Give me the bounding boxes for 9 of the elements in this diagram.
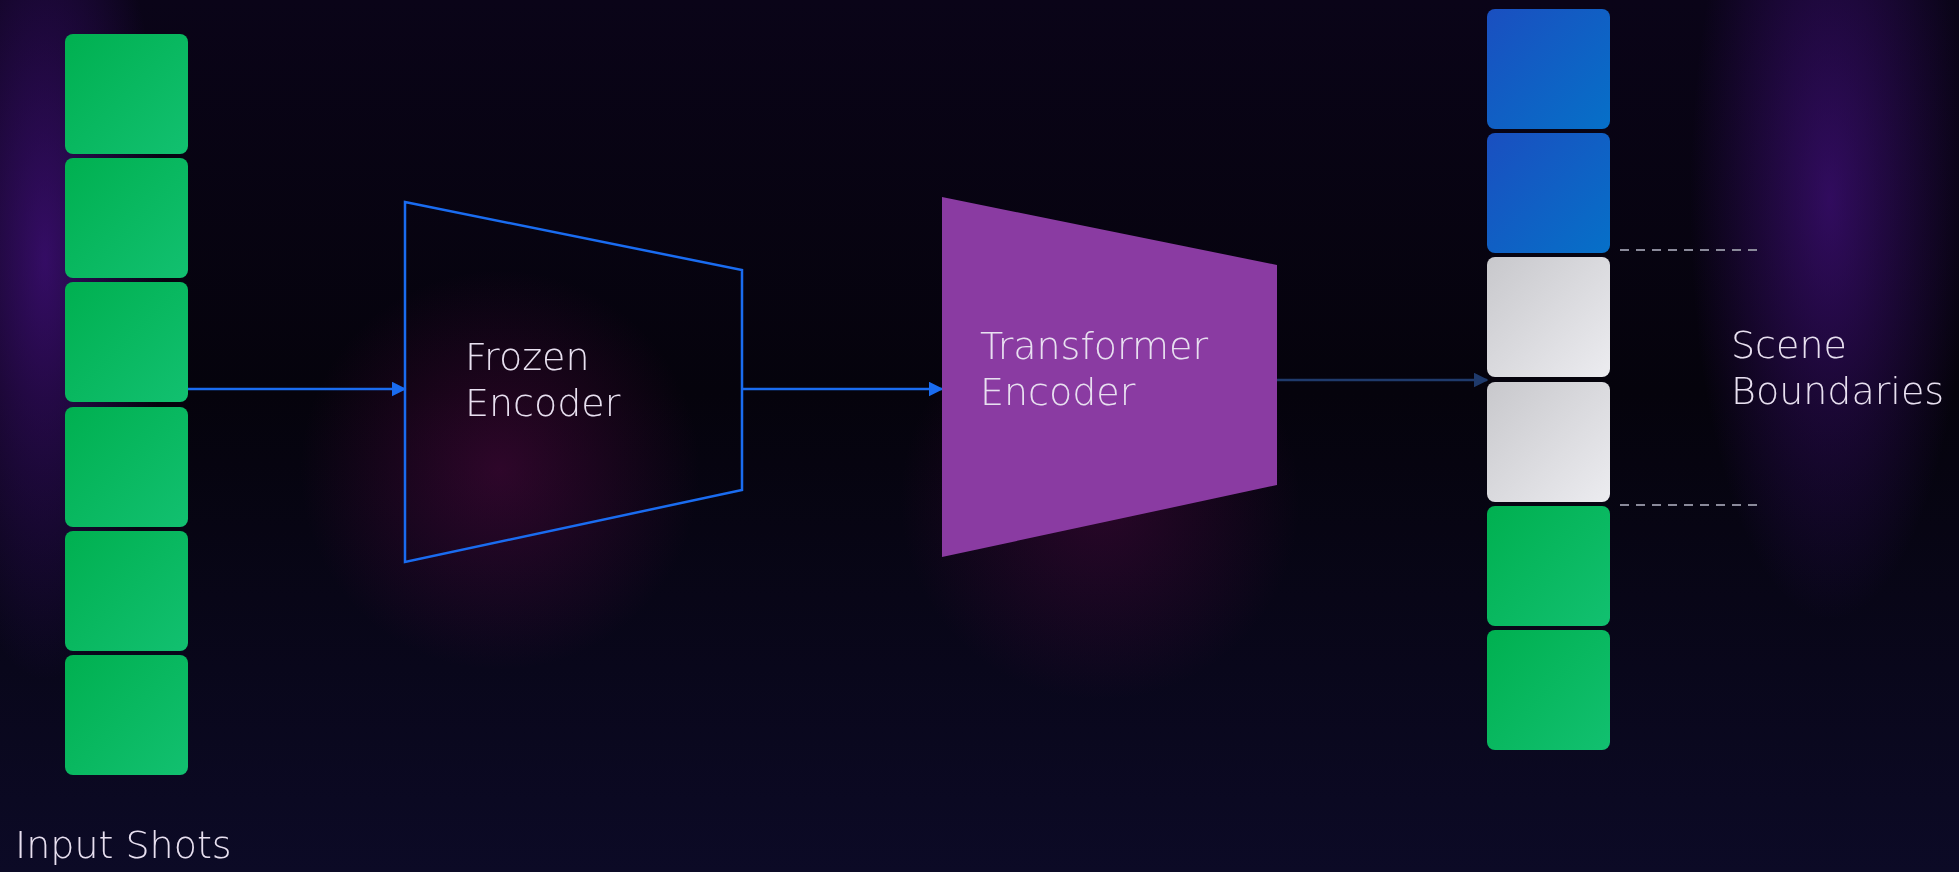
node-label: Transformer Encoder	[980, 323, 1210, 415]
node-label: Frozen Encoder	[465, 334, 622, 426]
encoder-trapezoid	[405, 202, 742, 562]
arrow	[742, 381, 944, 397]
arrow	[188, 381, 407, 397]
encoder-trapezoid	[942, 197, 1277, 557]
caption-text: Scene Boundaries	[1731, 322, 1946, 414]
caption-text: Input Shots	[15, 822, 233, 868]
arrow	[1277, 372, 1489, 388]
